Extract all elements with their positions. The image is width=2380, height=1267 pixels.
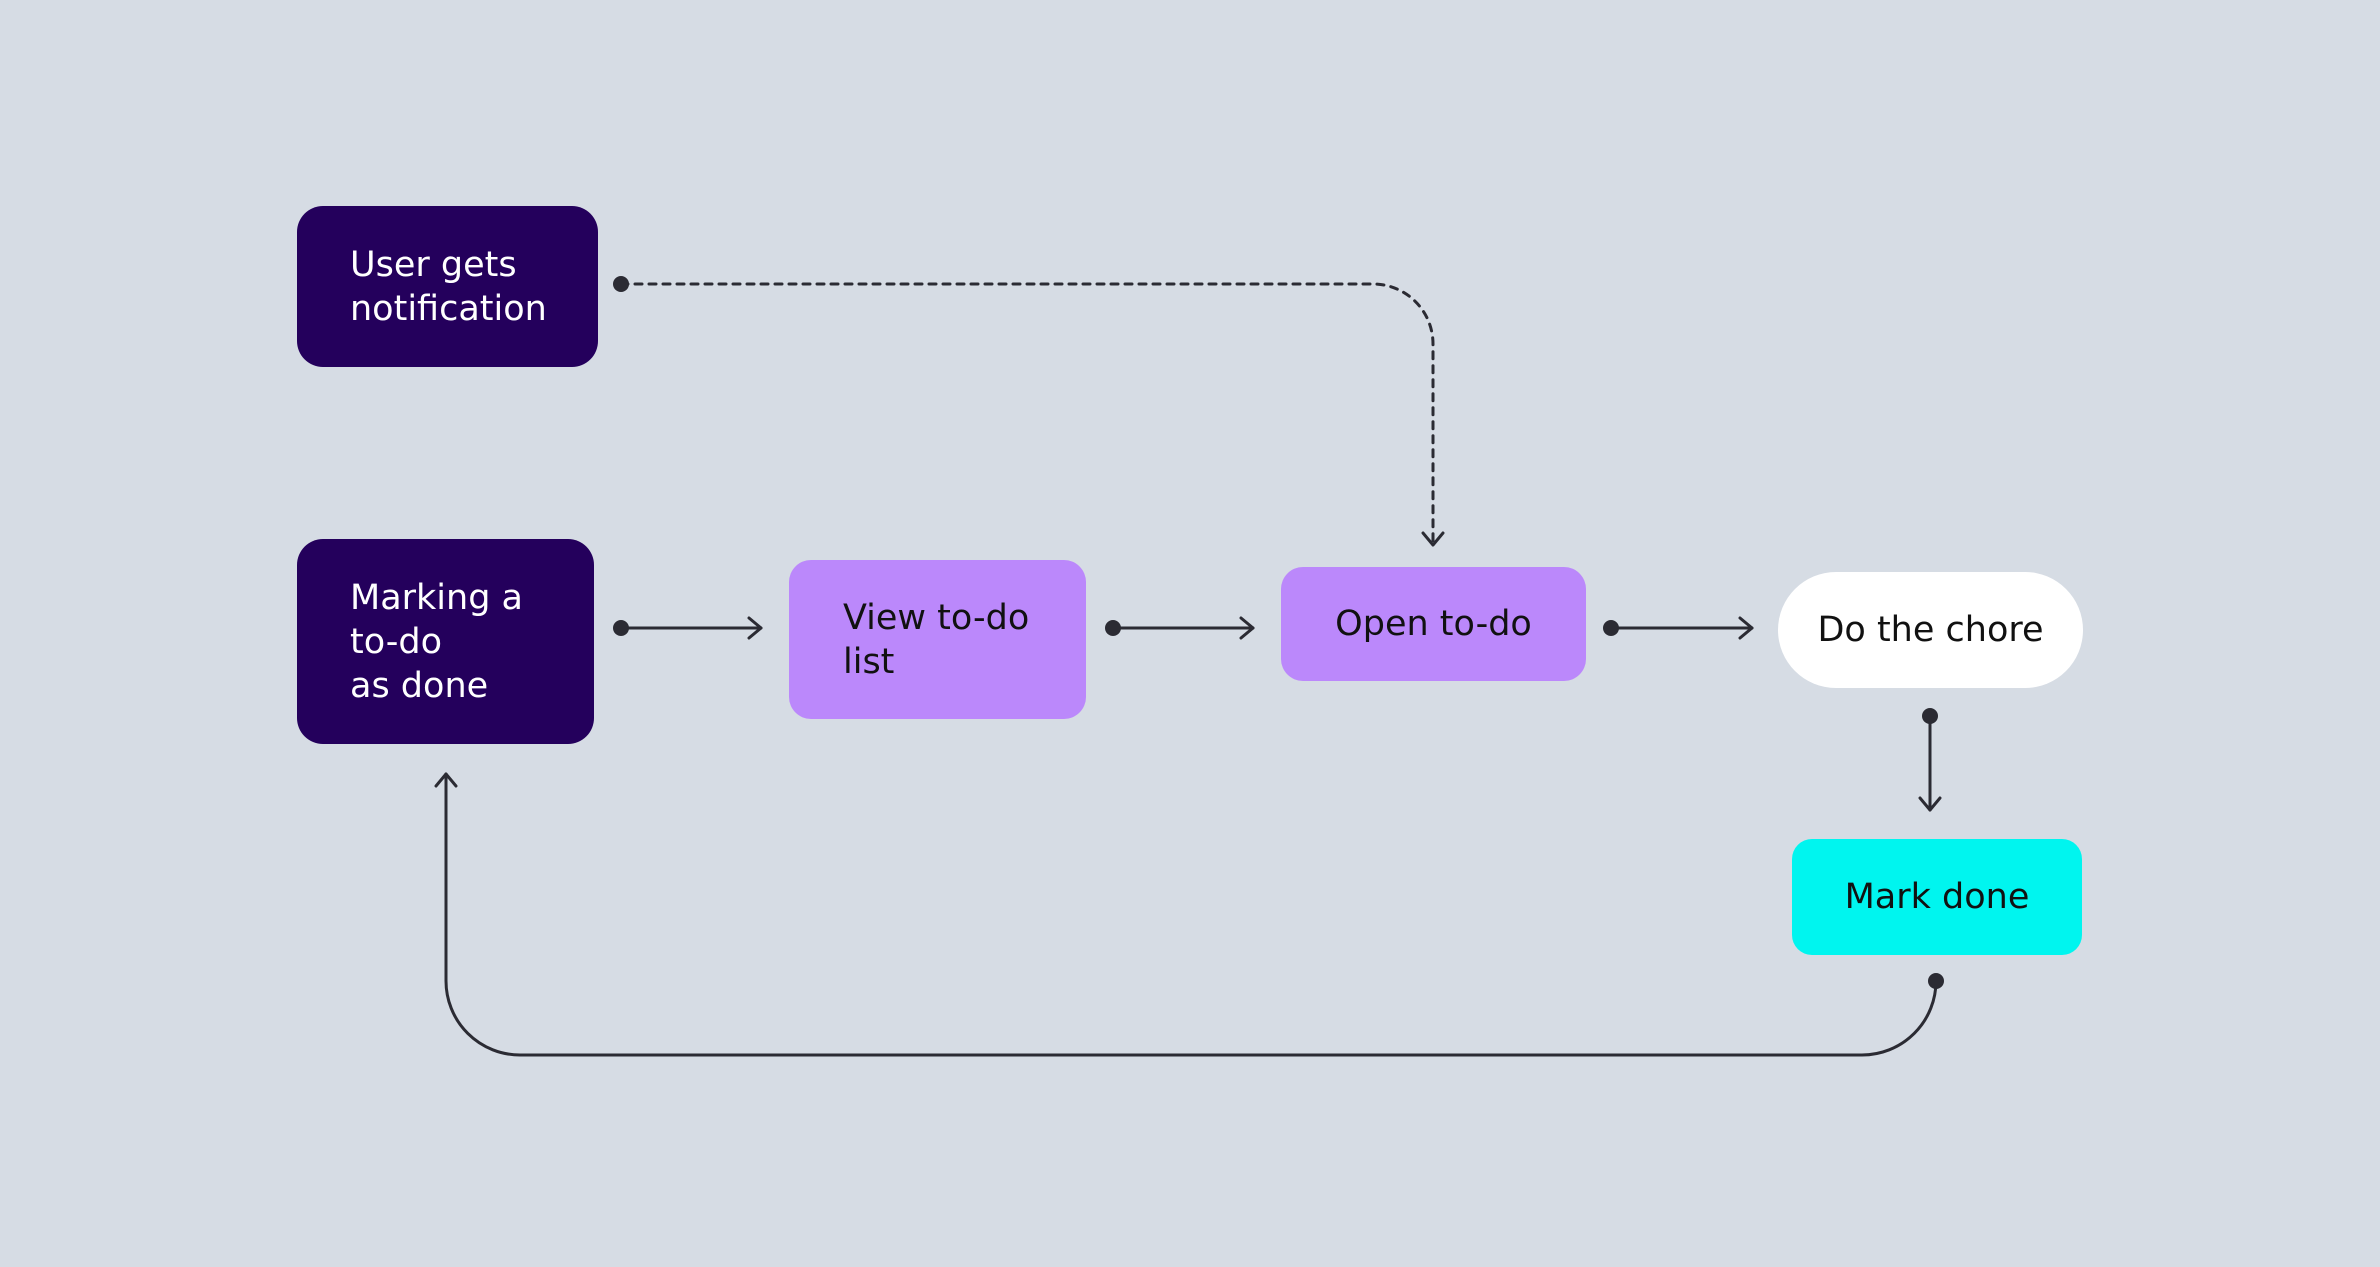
node-label: Mark done bbox=[1844, 877, 2030, 917]
node-open-todo: Open to-do bbox=[1281, 567, 1586, 681]
node-label: Open to-do bbox=[1335, 604, 1532, 644]
connector-dot bbox=[1922, 708, 1938, 724]
node-user-gets-notification: User gets notification bbox=[297, 206, 598, 367]
node-mark-done: Mark done bbox=[1792, 839, 2082, 955]
edge-view-to-open bbox=[1111, 616, 1255, 640]
node-label: Do the chore bbox=[1817, 610, 2044, 650]
node-label: User gets notification bbox=[350, 244, 547, 329]
node-label: Marking a to-do as done bbox=[350, 577, 524, 706]
node-do-the-chore: Do the chore bbox=[1778, 572, 2083, 688]
connector-dot bbox=[613, 276, 629, 292]
node-view-todo-list: View to-do list bbox=[789, 560, 1086, 719]
connector-dot bbox=[1603, 620, 1619, 636]
connector-dot bbox=[613, 620, 629, 636]
edge-markdone-to-marking bbox=[434, 772, 1938, 1057]
edge-open-to-chore bbox=[1609, 616, 1754, 640]
edge-notification-to-open bbox=[619, 282, 1445, 547]
node-marking-todo-done: Marking a to-do as done bbox=[297, 539, 594, 744]
node-label: View to-do list bbox=[843, 597, 1030, 682]
connector-dot bbox=[1105, 620, 1121, 636]
connector-dot bbox=[1928, 973, 1944, 989]
edge-chore-to-markdone bbox=[1918, 714, 1942, 812]
edge-marking-to-view bbox=[619, 616, 763, 640]
